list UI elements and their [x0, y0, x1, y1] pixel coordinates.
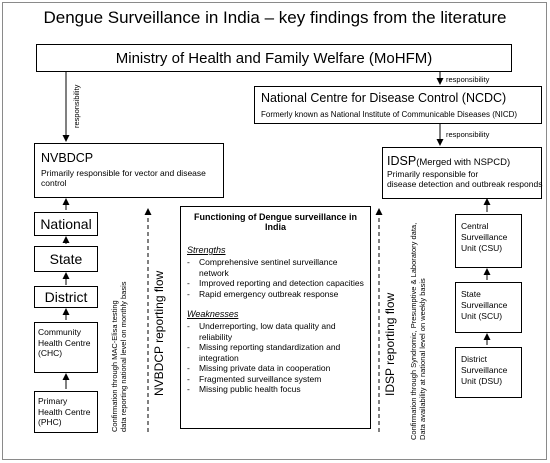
level-district-label: District [44, 289, 88, 305]
unit-scu-label: State Surveillance Unit (SCU) [461, 289, 508, 321]
level-chc-label: Community Health Centre (CHC) [38, 327, 91, 358]
strengths-header: Strengths [187, 245, 226, 255]
responsibility-label-left: responsibility [72, 84, 81, 128]
idsp-confirmation-2: Data availability at national level on w… [418, 278, 427, 440]
weakness-item: Fragmented surveillance system [187, 374, 364, 385]
level-state: State [34, 246, 98, 272]
responsibility-label-ncdc: responsibility [446, 75, 490, 84]
mohfw-label: Ministry of Health and Family Welfare (M… [115, 49, 433, 67]
functioning-title: Functioning of Dengue surveillance in In… [193, 212, 357, 232]
level-district: District [34, 286, 98, 308]
weaknesses-list: Underreporting, low data quality and rel… [187, 321, 364, 395]
nvbdcp-confirmation-1: Confirmation through MAC-Elisa testing [110, 300, 119, 432]
strengths-list: Comprehensive sentinel surveillance netw… [187, 257, 364, 299]
weaknesses-header: Weaknesses [187, 309, 239, 319]
strength-item: Comprehensive sentinel surveillance netw… [187, 257, 364, 278]
nvbdcp-desc: Primarily responsible for vector and dis… [41, 168, 206, 188]
strength-item: Rapid emergency outbreak response [187, 289, 364, 300]
ncdc-box: National Centre for Disease Control (NCD… [254, 86, 542, 124]
idsp-confirmation-text: Confirmation through Syndromic, Presumpt… [409, 223, 427, 440]
idsp-merged: (Merged with NSPCD) [416, 157, 511, 168]
weakness-item: Missing reporting standardization and in… [187, 342, 364, 363]
unit-dsu: District Surveillance Unit (DSU) [455, 347, 522, 398]
level-phc-label: Primary Health Centre (PHC) [38, 396, 91, 427]
nvbdcp-box: NVBDCP Primarily responsible for vector … [34, 143, 224, 198]
functioning-box: Functioning of Dengue surveillance in In… [180, 206, 371, 429]
weakness-item: Underreporting, low data quality and rel… [187, 321, 364, 342]
nvbdcp-confirmation-2: data reporting national level on monthly… [119, 281, 128, 432]
idsp-name: IDSP [387, 154, 417, 168]
strength-item: Improved reporting and detection capacit… [187, 278, 364, 289]
weakness-item: Missing private data in cooperation [187, 363, 364, 374]
level-phc: Primary Health Centre (PHC) [34, 391, 98, 433]
unit-scu: State Surveillance Unit (SCU) [455, 282, 522, 333]
responsibility-label-idsp: responsibility [446, 130, 490, 139]
idsp-desc-1: Primarily responsible for [387, 169, 479, 179]
idsp-desc-2: disease detection and outbreak responds [387, 179, 543, 189]
weakness-item: Missing public health focus [187, 384, 364, 395]
level-national-label: National [40, 216, 92, 232]
unit-csu: Central Surveillance Unit (CSU) [455, 214, 522, 268]
figure-title: Dengue Surveillance in India – key findi… [43, 8, 507, 27]
ncdc-name: National Centre for Disease Control (NCD… [261, 91, 507, 105]
level-state-label: State [49, 251, 83, 267]
nvbdcp-confirmation-text: Confirmation through MAC-Elisa testing d… [110, 281, 128, 432]
nvbdcp-name: NVBDCP [41, 151, 94, 165]
level-chc: Community Health Centre (CHC) [34, 322, 98, 373]
idsp-confirmation-1: Confirmation through Syndromic, Presumpt… [409, 222, 418, 440]
unit-dsu-label: District Surveillance Unit (DSU) [461, 354, 508, 386]
mohfw-box: Ministry of Health and Family Welfare (M… [36, 44, 512, 72]
level-national: National [34, 212, 98, 236]
ncdc-former: Formerly known as National Institute of … [261, 110, 518, 119]
unit-csu-label: Central Surveillance Unit (CSU) [461, 221, 508, 253]
nvbdcp-flow-label: NVBDCP reporting flow [152, 270, 166, 396]
idsp-box: IDSP(Merged with NSPCD) Primarily respon… [382, 147, 542, 199]
idsp-flow-label: IDSP reporting flow [383, 292, 397, 396]
